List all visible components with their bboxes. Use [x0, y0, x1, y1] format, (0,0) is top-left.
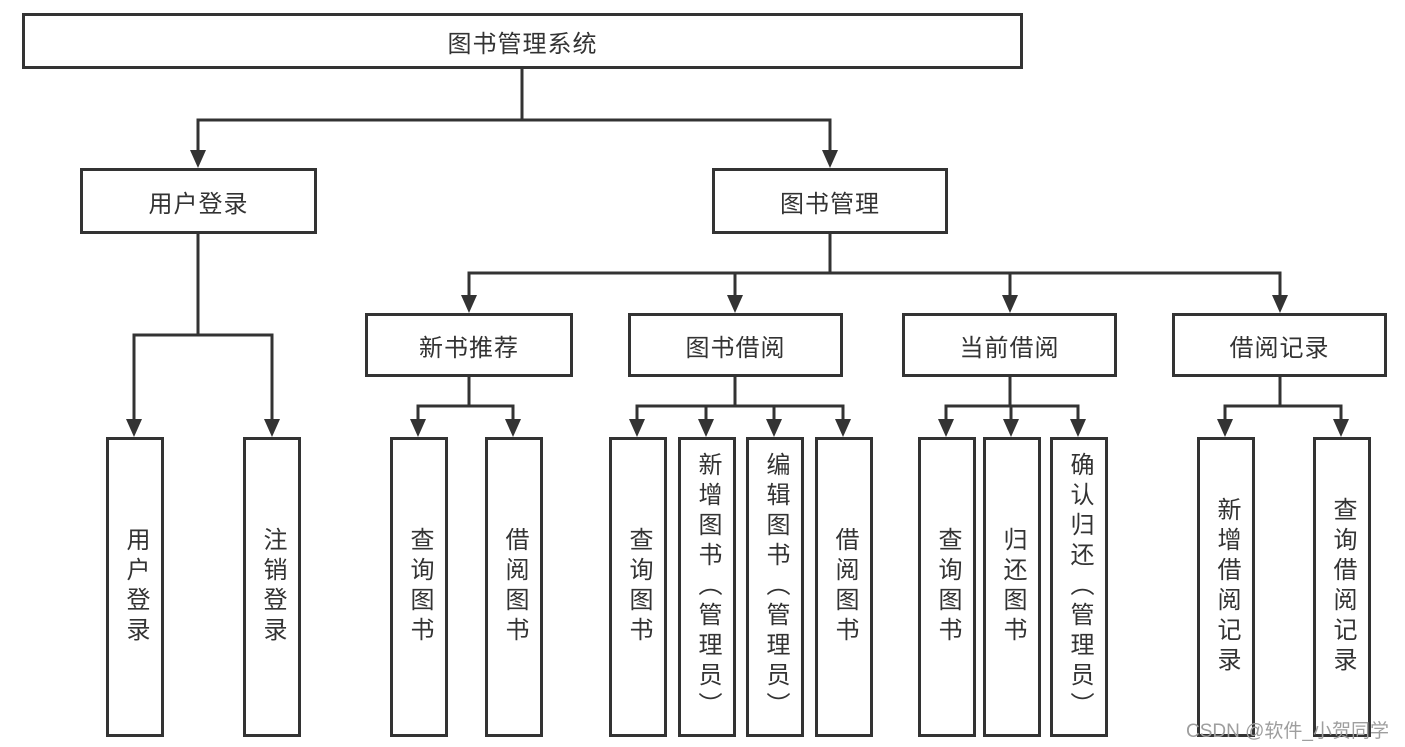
node-leaf-borrow-books: 借阅图书 [815, 437, 873, 737]
node-current-borrowing: 当前借阅 [902, 313, 1117, 377]
node-label: 用户登录 [148, 190, 249, 218]
node-leaf-query-books-current: 查询图书 [918, 437, 976, 737]
node-label: 新增借阅记录 [1213, 497, 1240, 677]
node-label: 图书管理系统 [447, 30, 598, 58]
node-label: 当前借阅 [959, 334, 1060, 362]
node-label: 新增图书︵管理员︶ [694, 452, 721, 722]
node-label: 新书推荐 [419, 334, 519, 362]
csdn-watermark: CSDN @软件_小贺同学 [1186, 721, 1389, 742]
node-leaf-add-books-admin: 新增图书︵管理员︶ [678, 437, 736, 737]
node-label: 注销登录 [259, 527, 286, 647]
node-leaf-edit-books-admin: 编辑图书︵管理员︶ [746, 437, 804, 737]
node-leaf-query-borrow-record: 查询借阅记录 [1313, 437, 1371, 737]
node-new-book-recommendation: 新书推荐 [365, 313, 573, 377]
node-system-root: 图书管理系统 [22, 13, 1023, 69]
node-label: 借阅记录 [1229, 334, 1330, 362]
node-book-borrowing: 图书借阅 [628, 313, 843, 377]
connector-line-path [132, 65, 1343, 423]
node-label: 图书借阅 [685, 334, 786, 362]
node-label: 编辑图书︵管理员︶ [762, 452, 789, 722]
node-label: 归还图书 [999, 527, 1026, 647]
node-label: 借阅图书 [501, 527, 528, 647]
node-book-management: 图书管理 [712, 168, 948, 234]
node-label: 查询借阅记录 [1329, 497, 1356, 677]
node-label: 查询图书 [934, 527, 961, 647]
node-label: 查询图书 [625, 527, 652, 647]
node-borrowing-records: 借阅记录 [1172, 313, 1387, 377]
node-leaf-logout: 注销登录 [243, 437, 301, 737]
node-label: 借阅图书 [831, 527, 858, 647]
node-leaf-confirm-return-admin: 确认归还︵管理员︶ [1050, 437, 1108, 737]
node-label: 查询图书 [406, 527, 433, 647]
node-leaf-borrow-books-recommend: 借阅图书 [485, 437, 543, 737]
node-leaf-return-books: 归还图书 [983, 437, 1041, 737]
node-leaf-query-books-borrow: 查询图书 [609, 437, 667, 737]
node-leaf-query-books-recommend: 查询图书 [390, 437, 448, 737]
node-label: 图书管理 [780, 190, 880, 218]
node-leaf-add-borrow-record: 新增借阅记录 [1197, 437, 1255, 737]
node-leaf-user-login: 用户登录 [106, 437, 164, 737]
node-user-login: 用户登录 [80, 168, 317, 234]
node-label: 确认归还︵管理员︶ [1066, 452, 1093, 722]
node-label: 用户登录 [122, 527, 149, 647]
